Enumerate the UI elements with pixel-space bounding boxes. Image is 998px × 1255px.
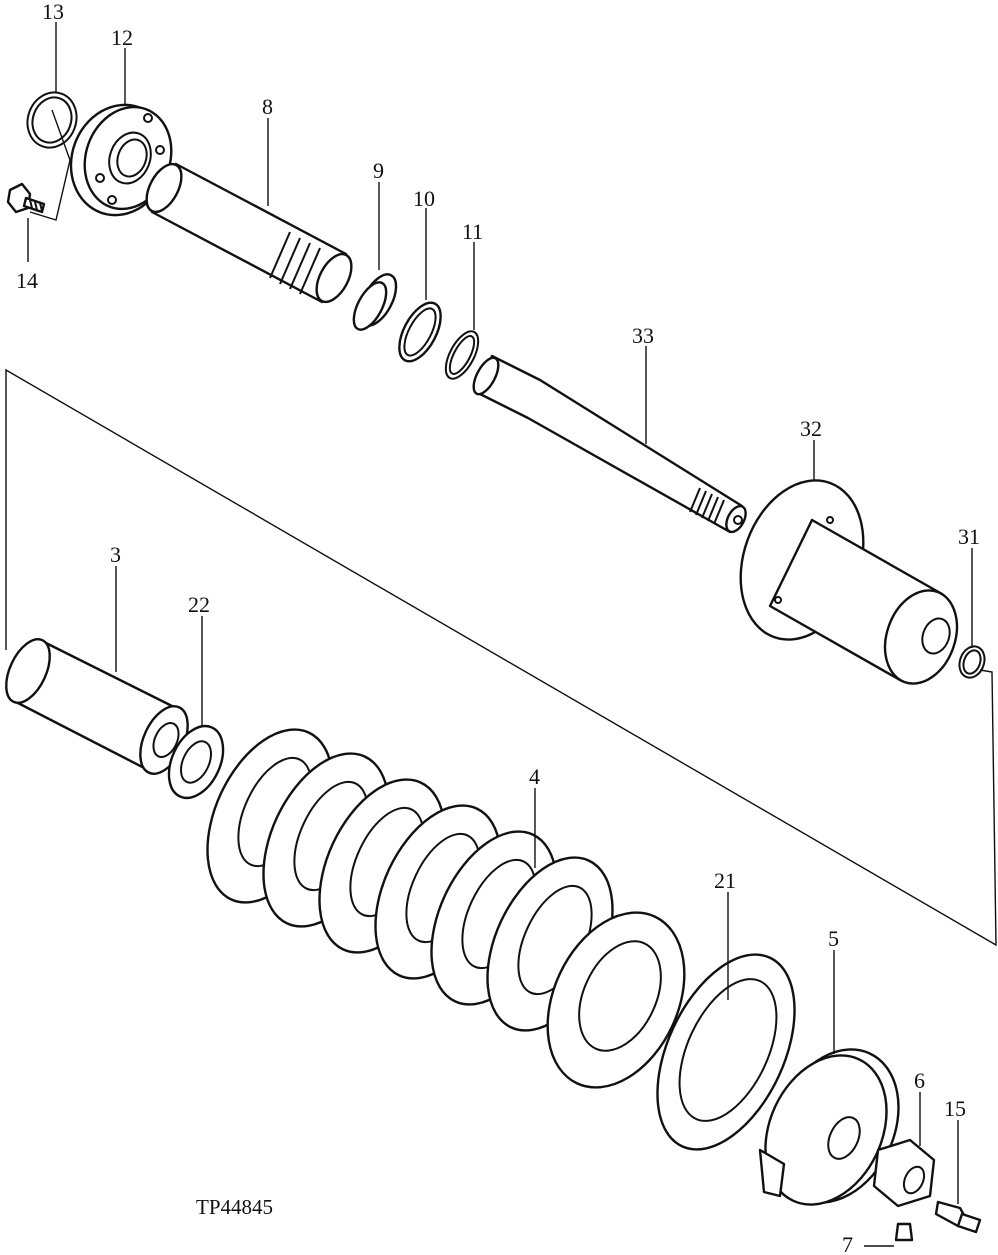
callout-21: 21	[714, 868, 736, 893]
spring-guide-32	[739, 479, 959, 685]
callout-12: 12	[111, 25, 133, 50]
callout-10: 10	[413, 186, 435, 211]
callout-8: 8	[262, 94, 273, 119]
callout-14: 14	[16, 268, 38, 293]
plug-7	[894, 1222, 914, 1242]
cap-screw-14	[6, 182, 46, 214]
callout-9: 9	[373, 158, 384, 183]
snap-ring-11	[444, 330, 480, 380]
recoil-spring-4	[206, 728, 686, 1089]
callout-33: 33	[632, 323, 654, 348]
leader-lines	[27, 22, 973, 1247]
callout-7: 7	[842, 1232, 853, 1255]
callout-15: 15	[944, 1096, 966, 1121]
callout-31: 31	[958, 524, 980, 549]
nut-6	[872, 1138, 936, 1208]
grease-fitting-15	[934, 1200, 982, 1234]
callout-3: 3	[110, 542, 121, 567]
callout-13: 13	[42, 0, 64, 24]
callout-22: 22	[188, 592, 210, 617]
rod-33	[472, 354, 747, 534]
washer-21	[656, 953, 796, 1151]
figure-id: TP44845	[196, 1195, 273, 1219]
cylinder-cap-12	[69, 103, 173, 217]
snap-ring-31	[958, 645, 986, 679]
callout-32: 32	[800, 416, 822, 441]
washer-22	[167, 724, 225, 800]
o-ring-13	[26, 91, 78, 149]
backup-ring-9	[352, 273, 398, 331]
callout-4: 4	[529, 764, 540, 789]
spacer-3	[5, 638, 189, 775]
assembly-outline	[5, 109, 997, 947]
seal-10	[398, 301, 442, 363]
callout-5: 5	[828, 926, 839, 951]
spring-seat-5	[758, 1048, 900, 1206]
callout-11: 11	[462, 219, 483, 244]
piston-8	[145, 162, 353, 304]
callout-labels: 13 12 14 8 9 10 11 33 32 31 3 22 4 21 5 …	[16, 0, 980, 1255]
callout-6: 6	[914, 1068, 925, 1093]
